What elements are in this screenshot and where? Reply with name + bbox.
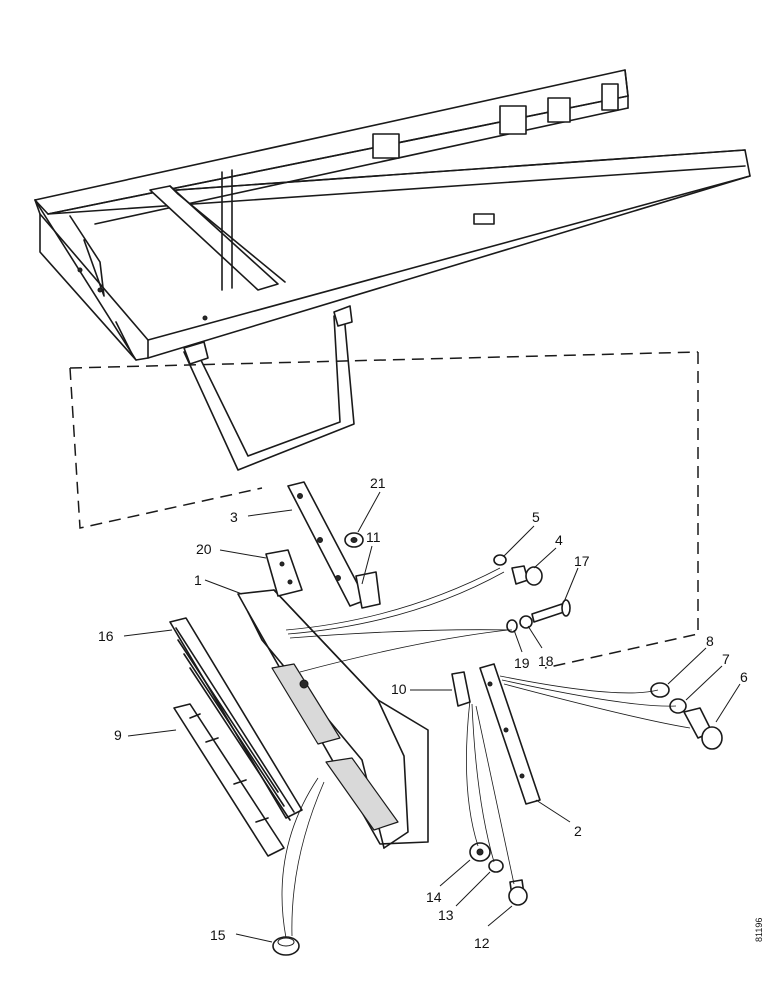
- part-6-bolt: [683, 707, 723, 750]
- chassis-frame: [34, 69, 751, 471]
- label-part-14: 14: [426, 889, 442, 905]
- label-part-10: 10: [391, 681, 407, 697]
- part-19-washer: [506, 619, 518, 633]
- frame-bracket: [372, 133, 400, 159]
- frame-bracket: [473, 213, 495, 225]
- label-part-17: 17: [574, 553, 590, 569]
- part-5-washer: [493, 554, 507, 566]
- assembly-boundary: [69, 351, 699, 669]
- label-part-13: 13: [438, 907, 454, 923]
- part-1-grille-housing: [237, 589, 429, 849]
- part-2-long-bracket: [479, 663, 541, 805]
- label-part-8: 8: [706, 633, 714, 649]
- part-10-small-bracket: [451, 671, 471, 707]
- part-20-badge: [265, 549, 303, 597]
- drawing-reference-code: 81196: [754, 918, 764, 942]
- label-part-3: 3: [230, 509, 238, 525]
- part-14-nut: [469, 842, 491, 862]
- part-15-plug: [272, 936, 300, 956]
- part-17-screw: [531, 599, 571, 623]
- frame-hole: [97, 287, 103, 293]
- assembly-fan-lines: [281, 567, 691, 939]
- label-part-16: 16: [98, 628, 114, 644]
- frame-bracket: [499, 105, 527, 135]
- part-18-washer: [519, 615, 533, 629]
- part-8-washer: [650, 682, 670, 698]
- label-part-6: 6: [740, 669, 748, 685]
- label-part-20: 20: [196, 541, 212, 557]
- part-12-bolt: [508, 879, 528, 906]
- label-part-5: 5: [532, 509, 540, 525]
- label-part-1: 1: [194, 572, 202, 588]
- leader-lines: [123, 491, 741, 943]
- part-13-washer: [488, 859, 504, 873]
- part-11-bracket-foot: [355, 571, 381, 609]
- part-4-bolt: [511, 565, 543, 586]
- label-part-12: 12: [474, 935, 490, 951]
- label-part-2: 2: [574, 823, 582, 839]
- frame-hole: [202, 315, 208, 321]
- label-part-4: 4: [555, 532, 563, 548]
- frame-bracket: [601, 83, 619, 111]
- label-part-18: 18: [538, 653, 554, 669]
- frame-bracket: [547, 97, 571, 123]
- label-part-19: 19: [514, 655, 530, 671]
- label-part-21: 21: [370, 475, 386, 491]
- label-part-15: 15: [210, 927, 226, 943]
- label-part-11: 11: [366, 529, 381, 545]
- part-16-grille-panel: [169, 617, 303, 821]
- part-number-labels: 1 2 3 4 5 6 7 8 9 10 11 12 13 14 15 16 1…: [98, 475, 748, 951]
- part-21-nut: [344, 532, 364, 548]
- part-9-back-plate: [173, 703, 285, 857]
- label-part-7: 7: [722, 651, 730, 667]
- frame-hole: [77, 267, 83, 273]
- label-part-9: 9: [114, 727, 122, 743]
